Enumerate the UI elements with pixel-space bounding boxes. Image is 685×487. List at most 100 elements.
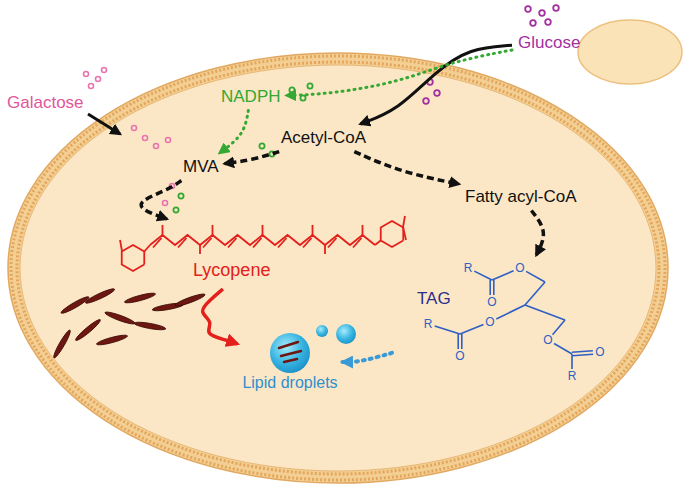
cytoplasm (20, 65, 656, 471)
ring-link (144, 245, 150, 252)
lycopene-crystal (84, 287, 115, 305)
atom-symbol: O (455, 350, 464, 362)
double-bond (328, 238, 337, 248)
uptake-arrow (88, 114, 120, 134)
end-ring (381, 221, 404, 247)
chemical-bond (435, 326, 460, 334)
chemical-bond (526, 271, 545, 282)
double-bond (278, 238, 287, 248)
methyl-group (262, 225, 264, 235)
double-bond (353, 238, 362, 248)
double-bond (253, 238, 262, 248)
chemical-bond (553, 320, 565, 335)
lycopene-crystal (104, 310, 136, 326)
methyl-group (212, 225, 214, 235)
pathway-arrow (343, 353, 392, 362)
atom-symbol: R (568, 370, 577, 382)
metabolite-label: MVA (180, 156, 222, 178)
lycopene-crystal (60, 295, 90, 316)
double-bond (303, 238, 312, 248)
chemical-bond (461, 334, 463, 349)
double-bond (178, 238, 187, 248)
lycopene-crystal (174, 292, 206, 308)
double-bond (203, 238, 212, 248)
methyl-group (120, 240, 122, 251)
chemical-bond (554, 344, 572, 354)
nadph-dots (173, 83, 312, 212)
product-region: Lycopene (118, 222, 410, 286)
metabolite-label: Fatty acyl-CoA (462, 186, 579, 208)
lycopene-crystal (124, 291, 156, 304)
methyl-group (199, 245, 201, 254)
lycopene-crystal (52, 329, 73, 359)
double-bond (153, 238, 162, 248)
methyl-group (312, 225, 314, 235)
membrane-heads (11, 56, 665, 480)
pathway-arrow (287, 50, 512, 96)
chemical-bond (525, 282, 545, 305)
galactose-uptake (84, 68, 175, 206)
methyl-group (162, 225, 164, 235)
small-droplet (336, 324, 356, 344)
pathway-arrow (225, 152, 280, 164)
lipid-droplet (270, 333, 310, 373)
chemical-bond (493, 280, 495, 295)
metabolite-label: Glucose (515, 32, 583, 54)
node-text: Glucose (518, 33, 580, 53)
chemical-bond (525, 305, 565, 320)
droplet-node: Lipid droplets (240, 330, 339, 394)
atom-symbol: O (515, 262, 524, 274)
yeast-bud (578, 20, 682, 84)
galactose-dots (84, 68, 175, 206)
chemical-bond (457, 334, 459, 349)
methyl-group (324, 245, 326, 254)
glucose-dots (423, 5, 559, 104)
chemical-bond (572, 351, 593, 353)
chemical-bond (489, 280, 491, 295)
ring-link (375, 241, 381, 246)
end-ring (122, 245, 145, 271)
chemical-bond (572, 354, 593, 356)
membrane-heads (17, 62, 659, 474)
atom-symbol: O (595, 346, 604, 358)
droplet-crystals (279, 342, 301, 362)
lycopene-crystal (134, 321, 166, 332)
chemical-bond (492, 271, 514, 280)
metabolite-label: Galactose (4, 92, 87, 114)
metabolite-label: Acetyl-CoA (278, 127, 369, 149)
pathway-arrow (220, 111, 249, 153)
cell-membrane (8, 53, 668, 483)
pathway-arrow (141, 181, 181, 219)
pathway-arrow (203, 289, 238, 344)
double-bond (228, 238, 237, 248)
atom-symbol: O (543, 334, 552, 346)
chemical-bond (474, 271, 492, 280)
methyl-group (403, 227, 406, 240)
methyl-group (403, 216, 405, 227)
chemical-bond (496, 305, 525, 319)
node-text: Acetyl-CoA (281, 128, 366, 148)
methyl-group (362, 225, 364, 235)
node-text: Lycopene (193, 260, 270, 281)
node-text: Galactose (7, 93, 84, 113)
lycopene-crystal (96, 333, 128, 346)
node-text: NADPH (221, 87, 281, 107)
atom-symbol: O (485, 316, 494, 328)
pathway-arrow (531, 211, 543, 255)
atom-symbol: R (424, 318, 433, 330)
node-text: Lipid droplets (242, 374, 337, 392)
node-text: Fatty acyl-CoA (465, 187, 576, 207)
cofactor-label: NADPH (218, 86, 284, 108)
tag-structure (435, 271, 593, 369)
chemical-bond (460, 325, 484, 334)
node-text: TAG (417, 289, 451, 309)
chemical-bond (571, 354, 573, 369)
lycopene-crystals (52, 287, 206, 359)
atom-symbol: O (487, 296, 496, 308)
pathway-arrow (354, 152, 459, 185)
lycopene-crystal (74, 318, 102, 343)
atom-symbol: R (464, 262, 473, 274)
node-text: MVA (183, 157, 219, 177)
